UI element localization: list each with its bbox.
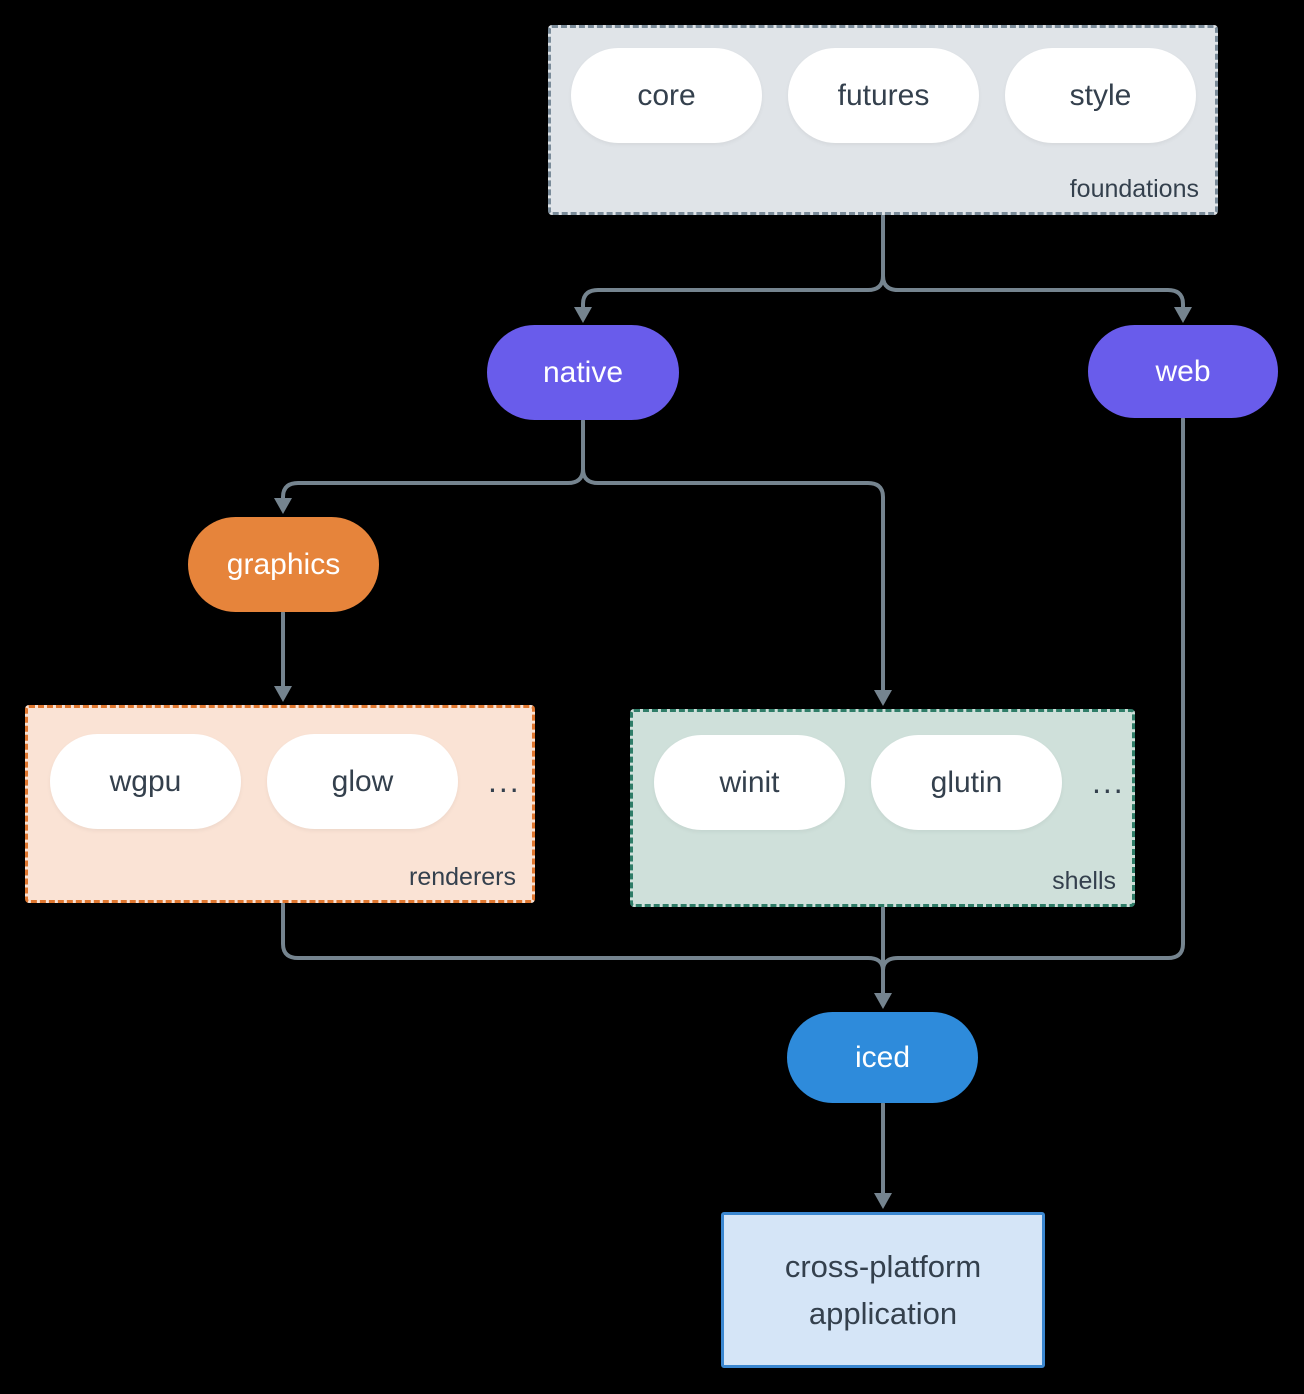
arrowhead-shells (874, 690, 892, 706)
pill-wgpu: wgpu (50, 734, 241, 829)
renderers-ellipsis: ... (488, 763, 521, 799)
arrowhead-app (874, 1193, 892, 1209)
pill-winit: winit (654, 735, 845, 830)
renderers-pill-row: wgpu glow ... (50, 734, 521, 829)
shells-pill-row: winit glutin ... (654, 735, 1125, 830)
pill-style: style (1005, 48, 1196, 143)
app-label-line2: application (808, 1296, 958, 1331)
edge-native-graphics (281, 467, 585, 500)
pill-core: core (571, 48, 762, 143)
edge-renderers-merge (281, 902, 885, 972)
shells-label: shells (1052, 867, 1116, 895)
edge-foundations-native (581, 274, 885, 309)
node-iced: iced (787, 1012, 978, 1103)
pill-glow: glow (267, 734, 458, 829)
pill-futures: futures (788, 48, 979, 143)
foundations-label: foundations (1069, 175, 1199, 203)
arrowhead-renderers (274, 686, 292, 702)
edge-foundations-web (881, 274, 1185, 309)
arrowhead-iced (874, 993, 892, 1009)
foundations-group: core futures style foundations (548, 25, 1218, 215)
node-graphics: graphics (188, 517, 379, 612)
edge-native-shells (581, 467, 885, 692)
foundations-pill-row: core futures style (571, 48, 1196, 143)
app-label-line1: cross-platform (784, 1249, 982, 1284)
node-native: native (487, 325, 679, 420)
shells-group: winit glutin ... shells (630, 709, 1135, 907)
renderers-group: wgpu glow ... renderers (25, 705, 535, 903)
shells-ellipsis: ... (1092, 764, 1125, 800)
arrowhead-web (1174, 307, 1192, 323)
node-web: web (1088, 325, 1278, 418)
arrowhead-graphics (274, 498, 292, 514)
renderers-label: renderers (409, 863, 516, 891)
pill-glutin: glutin (871, 735, 1062, 830)
cross-platform-application-box: cross-platform application (721, 1212, 1045, 1368)
arrowhead-native (574, 307, 592, 323)
